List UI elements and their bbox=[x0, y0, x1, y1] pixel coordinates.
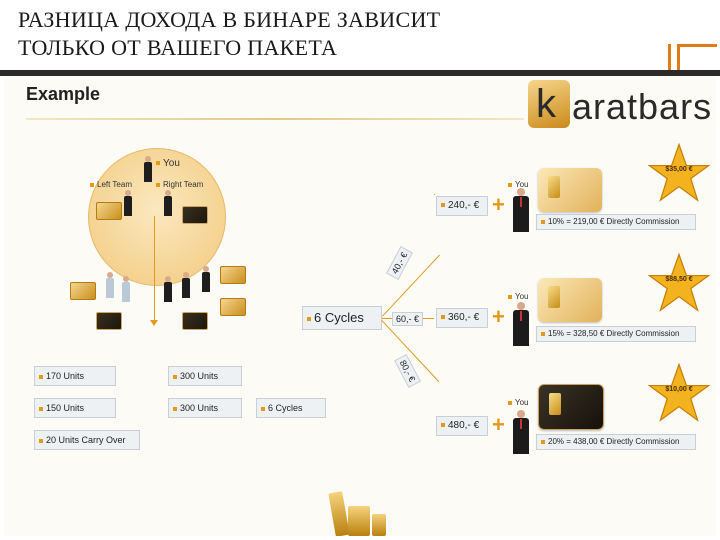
gold-bar-icon bbox=[372, 514, 386, 536]
team-member-figure bbox=[124, 190, 132, 216]
bullet-icon bbox=[441, 423, 445, 428]
downline-figure bbox=[164, 276, 172, 302]
gold-star-icon: $35,00 € bbox=[647, 142, 711, 204]
package-card bbox=[538, 278, 602, 322]
downline-figure bbox=[122, 276, 130, 302]
gold-package-icon bbox=[220, 298, 246, 316]
commission-box: 15% = 328,50 € Directly Commission bbox=[536, 326, 696, 342]
bullet-icon bbox=[173, 374, 177, 379]
unit-box-right: 300 Units bbox=[168, 398, 242, 418]
bullet-icon bbox=[39, 374, 43, 379]
team-member-figure bbox=[164, 190, 172, 216]
page-title: РАЗНИЦА ДОХОДА В БИНАРЕ ЗАВИСИТ ТОЛЬКО О… bbox=[18, 6, 440, 62]
star-shape bbox=[647, 252, 711, 312]
example-title: Example bbox=[26, 84, 101, 104]
bullet-icon bbox=[508, 182, 512, 187]
downline-connector bbox=[154, 216, 155, 320]
plus-icon: + bbox=[492, 304, 505, 329]
gold-package-icon bbox=[182, 312, 208, 330]
bullet-icon bbox=[90, 182, 94, 187]
commission-box: 10% = 219,00 € Directly Commission bbox=[536, 214, 696, 230]
downline-figure bbox=[202, 266, 210, 292]
bullet-icon bbox=[39, 406, 43, 411]
down-arrow-icon bbox=[150, 320, 158, 326]
package-card bbox=[538, 384, 604, 430]
package-card bbox=[538, 168, 602, 212]
bullet-icon bbox=[156, 182, 160, 187]
branch-label: 60,- € bbox=[392, 312, 424, 326]
unit-box-left: 150 Units bbox=[34, 398, 116, 418]
you-label: You bbox=[508, 180, 529, 189]
bullet-icon bbox=[508, 400, 512, 405]
header-accent-corner bbox=[677, 44, 717, 76]
gold-package-icon bbox=[70, 282, 96, 300]
income-value-box: 480,- € bbox=[436, 416, 488, 436]
header-accent-line bbox=[668, 44, 671, 76]
you-figure bbox=[144, 156, 152, 182]
bullet-icon bbox=[541, 439, 545, 444]
bullet-icon bbox=[261, 406, 265, 411]
bullet-icon bbox=[441, 203, 445, 208]
income-value-box: 360,- € bbox=[436, 308, 488, 328]
plus-icon: + bbox=[492, 192, 505, 217]
gold-package-icon bbox=[220, 266, 246, 284]
gold-bar-icon bbox=[348, 506, 370, 536]
header-divider bbox=[0, 70, 720, 76]
gold-star-icon: $88,50 € bbox=[647, 252, 711, 314]
gold-bar-icon bbox=[548, 176, 560, 198]
logo-k-letter: k bbox=[536, 82, 556, 126]
commission-box: 20% = 438,00 € Directly Commission bbox=[536, 434, 696, 450]
karatbars-logo: k aratbars bbox=[528, 80, 712, 132]
connector-stub bbox=[434, 194, 435, 195]
unit-box-left: 170 Units bbox=[34, 366, 116, 386]
gold-package-icon bbox=[96, 202, 122, 220]
logo-wordmark: aratbars bbox=[572, 86, 713, 127]
unit-box-carry-over: 20 Units Carry Over bbox=[34, 430, 140, 450]
income-value-box: 240,- € bbox=[436, 196, 488, 216]
branch-label: 40,- € bbox=[386, 246, 413, 280]
bullet-icon bbox=[441, 315, 445, 320]
star-value: $10,00 € bbox=[665, 386, 693, 393]
businessman-figure bbox=[512, 410, 530, 454]
logo-gold-tile bbox=[528, 80, 570, 128]
example-slide: Example k aratbars You Left Team Right T… bbox=[4, 76, 716, 536]
star-value: $35,00 € bbox=[665, 166, 693, 173]
star-shape bbox=[647, 142, 711, 202]
gold-star-icon: $10,00 € bbox=[647, 362, 711, 424]
plus-icon: + bbox=[492, 412, 505, 437]
businessman-figure bbox=[512, 302, 530, 346]
cycles-box-main: 6 Cycles bbox=[302, 306, 382, 330]
businessman-figure bbox=[512, 188, 530, 232]
downline-figure bbox=[182, 272, 190, 298]
gold-package-icon bbox=[96, 312, 122, 330]
bullet-icon bbox=[39, 438, 43, 443]
example-divider bbox=[26, 118, 524, 120]
you-label: You bbox=[508, 398, 529, 407]
star-shape bbox=[647, 362, 711, 422]
gold-package-icon bbox=[182, 206, 208, 224]
unit-box-right: 300 Units bbox=[168, 366, 242, 386]
gold-bar-icon bbox=[328, 491, 350, 536]
gold-bar-icon bbox=[548, 286, 560, 308]
left-team-label: Left Team bbox=[90, 180, 132, 189]
bullet-icon bbox=[173, 406, 177, 411]
cycles-box-small: 6 Cycles bbox=[256, 398, 326, 418]
bullet-icon bbox=[541, 331, 545, 336]
bullet-icon bbox=[541, 219, 545, 224]
page-title-line-2: ТОЛЬКО ОТ ВАШЕГО ПАКЕТА bbox=[18, 35, 338, 60]
gold-bars-decoration bbox=[328, 486, 392, 536]
downline-figure bbox=[106, 272, 114, 298]
bullet-icon bbox=[508, 294, 512, 299]
gold-bar-icon bbox=[549, 393, 561, 415]
star-value: $88,50 € bbox=[665, 276, 693, 283]
bullet-icon bbox=[156, 161, 160, 166]
bullet-icon bbox=[307, 316, 311, 321]
right-team-label: Right Team bbox=[156, 180, 203, 189]
you-label: You bbox=[508, 292, 529, 301]
page-title-line-1: РАЗНИЦА ДОХОДА В БИНАРЕ ЗАВИСИТ bbox=[18, 7, 441, 32]
you-label: You bbox=[156, 158, 180, 169]
